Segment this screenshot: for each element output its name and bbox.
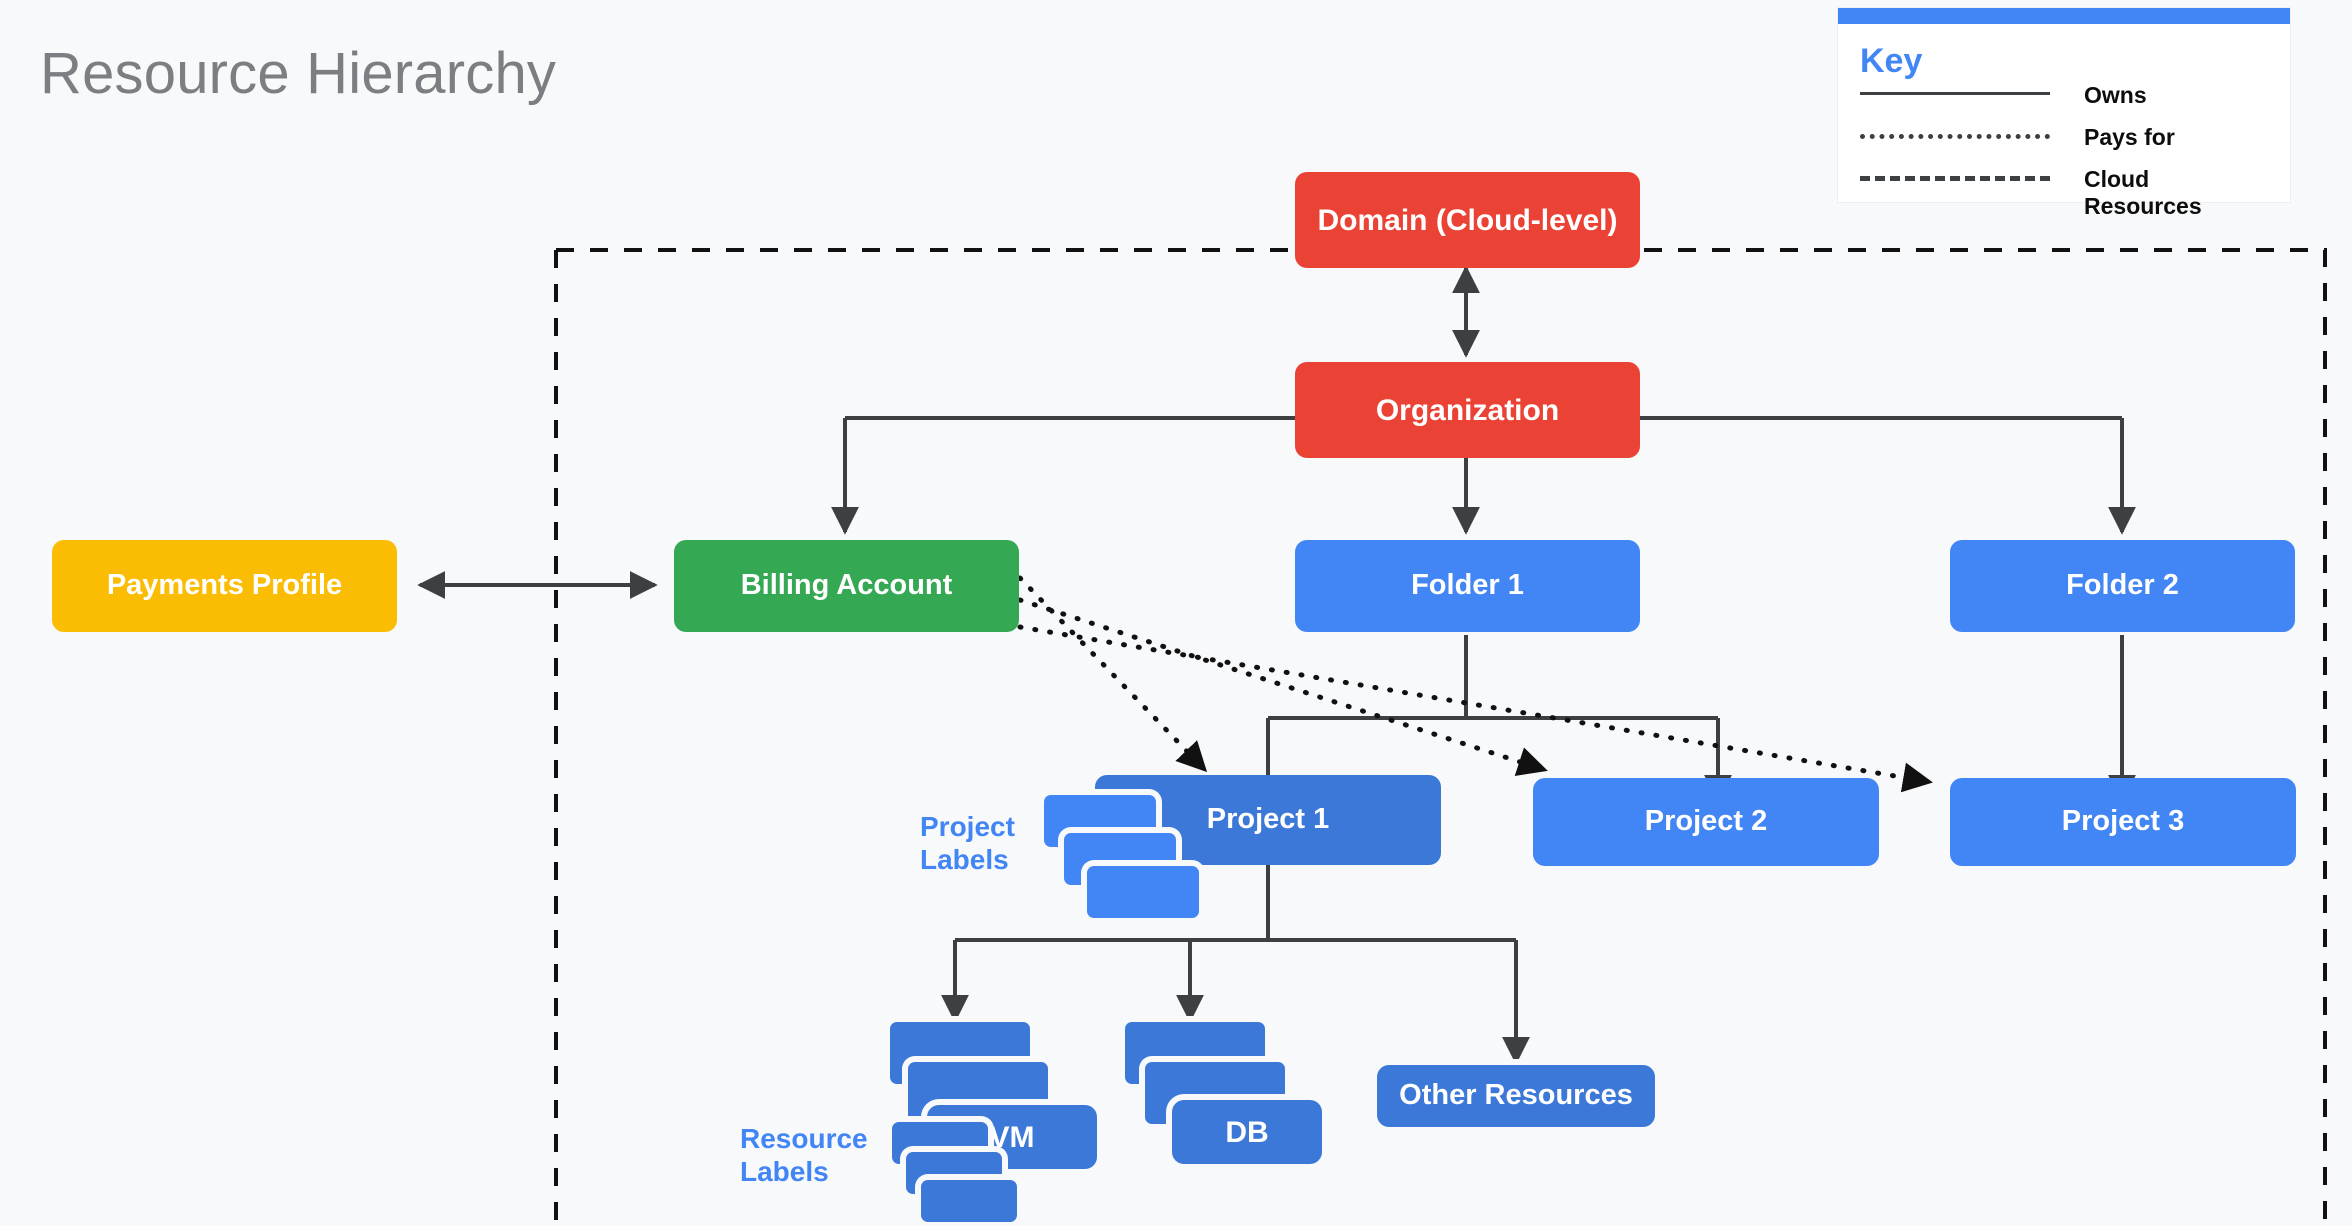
node-folder-2-label: Folder 2 [2066,569,2179,602]
node-db[interactable]: DB [1172,1100,1322,1164]
node-payments-profile-label: Payments Profile [106,569,343,602]
node-project-3[interactable]: Project 3 [1950,778,2296,866]
cloud-resources-boundary [556,248,2327,1226]
node-billing-account-label: Billing Account [740,569,953,602]
node-project-3-label: Project 3 [2061,805,2185,838]
legend-row-owns: Owns [1860,82,2270,109]
node-project-2-label: Project 2 [1644,805,1768,838]
edge-billing-pays-project2 [1017,597,1548,776]
node-vm-label: VM [989,1120,1035,1154]
resource-labels-line-1: Resource [740,1123,868,1154]
project-labels-line-1: Project [920,811,1015,842]
resource-labels-line-2: Labels [740,1156,829,1188]
node-domain[interactable]: Domain (Cloud-level) [1295,172,1640,268]
node-folder-1-label: Folder 1 [1411,569,1524,602]
node-payments-profile[interactable]: Payments Profile [52,540,397,632]
legend-row-cloud-resources: Cloud Resources [1860,166,2270,220]
node-other-resources[interactable]: Other Resources [1377,1065,1655,1127]
legend-body: Key Owns Pays for Cloud Resources [1838,24,2290,219]
resource-labels-annotation: Resource Labels [740,1122,920,1188]
project-labels-annotation: Project Labels [920,810,1070,876]
edge-billing-pays-project3 [1017,624,1933,793]
legend-swatch-dotted-icon [1860,124,2050,146]
node-domain-label: Domain (Cloud-level) [1317,203,1618,237]
node-organization[interactable]: Organization [1295,362,1640,458]
project-labels-line-2: Labels [920,844,1009,876]
legend-row-pays-for: Pays for [1860,124,2270,151]
node-project-2[interactable]: Project 2 [1533,778,1879,866]
node-folder-1[interactable]: Folder 1 [1295,540,1640,632]
legend-label-pays-for: Pays for [2084,124,2175,150]
legend-swatch-dashed-icon [1860,166,2050,188]
page-title: Resource Hierarchy [40,41,557,106]
project-label-chip-3 [1087,866,1199,918]
legend-swatch-solid-icon [1860,82,2050,104]
legend-panel: Key Owns Pays for Cloud Resources [1838,8,2290,219]
vm-label-chip-3 [921,1180,1017,1222]
legend-accent-bar [1838,8,2290,24]
node-project-1-label: Project 1 [1206,803,1330,836]
legend-title: Key [1860,42,1923,80]
node-folder-2[interactable]: Folder 2 [1950,540,2295,632]
node-db-label: DB [1225,1115,1269,1149]
node-organization-label: Organization [1375,393,1560,427]
edge-billing-pays-project1 [1017,575,1208,773]
node-other-resources-label: Other Resources [1399,1079,1633,1112]
legend-label-owns: Owns [2084,82,2147,108]
node-billing-account[interactable]: Billing Account [674,540,1019,632]
legend-label-cloud-resources: Cloud Resources [2084,166,2202,220]
